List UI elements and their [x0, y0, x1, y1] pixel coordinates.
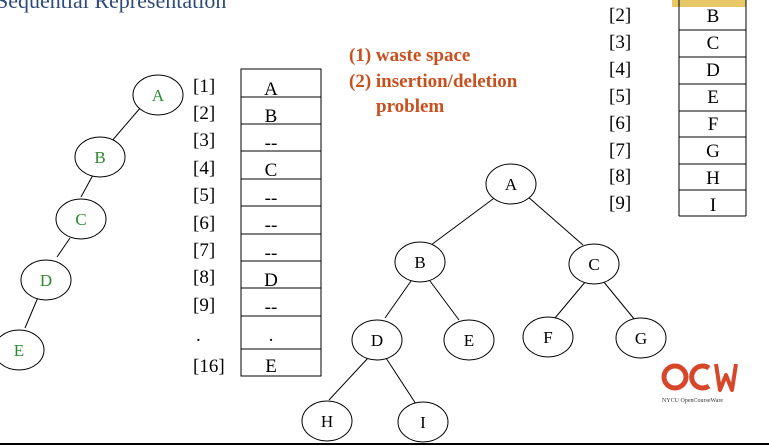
skewed-value: E	[265, 356, 277, 377]
complete-value: E	[707, 87, 719, 108]
complete-index: [8]	[609, 166, 631, 187]
complete-value: I	[710, 195, 716, 216]
complete-value: B	[707, 6, 720, 27]
complete-value: H	[706, 168, 720, 189]
skewed-label-d: D	[40, 271, 52, 290]
skewed-node-a	[132, 74, 184, 116]
complete-label-b: B	[414, 253, 425, 272]
skewed-array-dividers	[241, 96, 321, 350]
complete-label-f: F	[543, 328, 552, 347]
complete-node-h	[301, 400, 353, 442]
skewed-value: .	[269, 325, 274, 346]
complete-node-a	[485, 163, 537, 205]
complete-value: G	[706, 141, 720, 162]
skewed-value: D	[264, 270, 278, 291]
skewed-tree-nodes	[0, 74, 184, 371]
skewed-value: B	[265, 106, 278, 127]
skewed-index: [1]	[193, 76, 215, 97]
complete-node-i	[397, 401, 449, 443]
skewed-index: [8]	[193, 267, 215, 288]
complete-label-d: D	[371, 331, 383, 350]
complete-tree-labels: A B C D E F G H I	[321, 175, 647, 432]
skewed-node-e	[0, 329, 45, 371]
complete-value: F	[708, 114, 719, 135]
skewed-value: C	[265, 160, 278, 181]
logo-label: NYCU OpenCourseWare	[662, 398, 723, 404]
skewed-label-b: B	[94, 148, 105, 167]
complete-value: D	[706, 60, 720, 81]
complete-node-e	[443, 319, 495, 361]
ocw-logo: NYCU OpenCourseWare	[661, 363, 738, 404]
logo-c-shape	[689, 363, 711, 391]
skewed-value: --	[265, 188, 278, 209]
note-problem: problem	[376, 96, 445, 117]
skewed-tree-labels: A B C D E	[14, 86, 165, 360]
complete-label-c: C	[588, 255, 599, 274]
skewed-array-values: A B -- C -- -- -- D -- . E	[264, 79, 278, 377]
skewed-label-c: C	[75, 210, 86, 229]
complete-label-i: I	[420, 413, 426, 432]
skewed-index: [2]	[193, 103, 215, 124]
skewed-index: [16]	[193, 356, 225, 377]
skewed-node-b	[74, 136, 126, 178]
complete-label-h: H	[321, 412, 333, 431]
skewed-index: [3]	[193, 130, 215, 151]
skewed-index: [6]	[193, 213, 215, 234]
skewed-label-e: E	[14, 341, 24, 360]
complete-value: C	[707, 33, 720, 54]
skewed-index: .	[196, 325, 201, 346]
skewed-index: [7]	[193, 240, 215, 261]
complete-node-g	[615, 317, 667, 359]
complete-index: [5]	[609, 86, 631, 107]
skewed-value: --	[265, 215, 278, 236]
note-waste-space: (1) waste space	[349, 45, 471, 66]
course-badge	[672, 0, 746, 7]
skewed-node-d	[20, 259, 72, 301]
complete-index: [7]	[609, 140, 631, 161]
complete-label-e: E	[464, 331, 474, 350]
complete-tree-nodes	[301, 163, 667, 443]
complete-tree-edges	[328, 195, 636, 405]
logo-w-shape	[714, 363, 738, 392]
skewed-value: A	[264, 79, 278, 100]
skewed-index: [9]	[193, 295, 215, 316]
complete-array-indices: [2] [3] [4] [5] [6] [7] [8] [9]	[609, 5, 631, 214]
skewed-value: --	[265, 243, 278, 264]
complete-index: [6]	[609, 113, 631, 134]
skewed-node-c	[55, 198, 107, 240]
complete-array-values: B C D E F G H I	[706, 6, 720, 216]
skewed-array-box	[240, 68, 322, 377]
skewed-array-indices: [1] [2] [3] [4] [5] [6] [7] [8] [9] . [1…	[193, 76, 225, 377]
note-insertion-deletion: (2) insertion/deletion	[349, 71, 518, 92]
complete-index: [9]	[609, 193, 631, 214]
slide-title: Sequential Representation	[0, 0, 227, 13]
logo-o-shape	[661, 363, 689, 391]
complete-node-b	[394, 241, 446, 283]
complete-index: [4]	[609, 59, 631, 80]
complete-label-g: G	[635, 329, 647, 348]
complete-node-d	[351, 319, 403, 361]
complete-node-c	[568, 243, 620, 285]
complete-array-lines	[678, 0, 747, 217]
skewed-tree-edges	[24, 106, 142, 329]
skewed-value: --	[265, 297, 278, 318]
complete-index: [3]	[609, 32, 631, 53]
skewed-index: [4]	[193, 158, 215, 179]
complete-label-a: A	[505, 175, 518, 194]
skewed-label-a: A	[152, 86, 165, 105]
complete-index: [2]	[609, 5, 631, 26]
skewed-index: [5]	[193, 185, 215, 206]
complete-node-f	[522, 316, 574, 358]
skewed-value: --	[265, 133, 278, 154]
